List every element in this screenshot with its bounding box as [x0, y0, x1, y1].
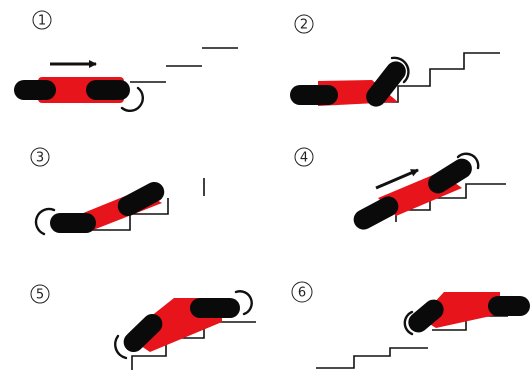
step-1-panel: 1	[14, 10, 238, 112]
step-2-stairs	[380, 52, 500, 103]
step-3-number: 3	[30, 147, 50, 167]
front-track	[117, 181, 165, 217]
rear-track	[353, 196, 399, 230]
step-1-robot	[14, 77, 130, 103]
step-2-robot	[290, 61, 406, 107]
step-4-panel: 4	[294, 147, 506, 230]
rotation-arrow-icon	[234, 290, 253, 316]
step-1-stairs	[130, 47, 238, 83]
svg-text:5: 5	[36, 288, 44, 303]
step-6-panel: 6	[291, 281, 530, 369]
step-1-number: 1	[32, 10, 52, 30]
step-6-robot	[408, 292, 530, 333]
step-4-number: 4	[294, 147, 314, 167]
front-track	[190, 298, 240, 318]
step-5-panel: 5	[30, 284, 256, 370]
step-6-number: 6	[291, 281, 313, 303]
step-3-panel: 3	[30, 147, 205, 236]
rear-track	[50, 213, 96, 233]
rear-track	[408, 299, 444, 333]
rotation-arrow-icon	[456, 152, 480, 170]
front-track	[366, 61, 406, 107]
rear-track	[290, 85, 338, 105]
step-4-robot	[353, 158, 472, 230]
front-track	[488, 296, 530, 316]
step-5-robot	[123, 298, 240, 353]
rotation-arrow-icon	[120, 86, 144, 112]
rotation-arrow-icon	[34, 207, 56, 236]
step-2-number: 2	[294, 14, 314, 34]
rear-track	[14, 80, 56, 100]
svg-text:1: 1	[38, 14, 46, 29]
front-track	[86, 80, 130, 100]
step-3-robot	[50, 181, 165, 233]
svg-text:4: 4	[300, 151, 308, 166]
svg-text:2: 2	[300, 18, 308, 33]
step-5-number: 5	[30, 284, 50, 304]
front-track	[428, 158, 472, 194]
rotation-arrow-icon	[403, 310, 414, 336]
rotation-arrow-icon	[114, 334, 128, 360]
rear-track	[123, 313, 163, 353]
rotation-arrow-icon	[390, 56, 410, 84]
step-2-panel: 2	[290, 14, 500, 107]
robot-body	[420, 292, 500, 328]
svg-text:6: 6	[298, 286, 306, 301]
forward-arrow-icon	[375, 168, 419, 190]
svg-text:3: 3	[36, 151, 44, 166]
